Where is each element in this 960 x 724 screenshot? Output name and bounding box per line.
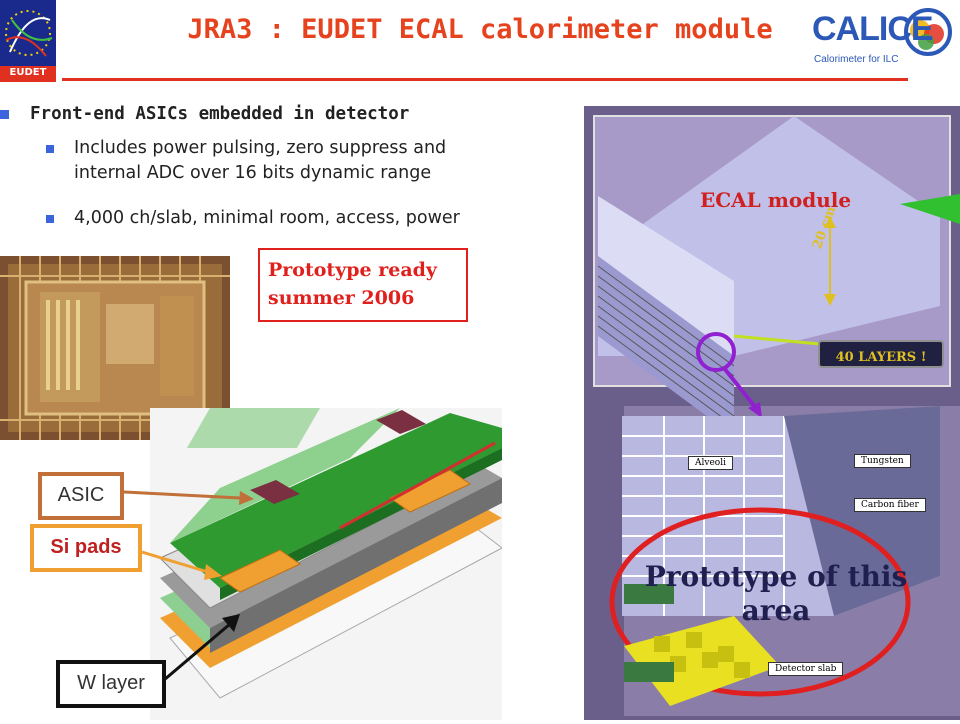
prototype-box-line-2: summer 2006	[268, 287, 415, 309]
ecal-module-label: ECAL module	[700, 188, 852, 212]
bullet-square-icon	[46, 145, 54, 153]
asic-arrow-icon	[124, 490, 254, 505]
layers-label: 40 LAYERS !	[818, 340, 944, 368]
ecal-module-figure: ECAL module 20 cm 40 LAYERS ! Alveoli Tu…	[584, 106, 960, 720]
asic-callout-label: ASIC	[57, 484, 105, 506]
carbon-fiber-label: Carbon fiber	[854, 498, 926, 512]
sub-bullet-2-line-1: 4,000 ch/slab, minimal room, access, pow…	[74, 208, 460, 228]
prototype-area-label: Prototype of this area	[636, 560, 916, 628]
calice-logo: CALICE Calorimeter for ILC	[808, 4, 958, 76]
si-pads-callout: Si pads	[30, 524, 142, 572]
alveoli-label: Alveoli	[688, 456, 733, 470]
page-title: JRA3 : EUDET ECAL calorimeter module	[187, 14, 773, 45]
prototype-area-line-2: area	[741, 594, 811, 627]
sub-bullet-1-line-1: Includes power pulsing, zero suppress an…	[74, 138, 447, 158]
calice-logo-subtitle: Calorimeter for ILC	[814, 54, 899, 65]
w-layer-arrow-icon	[164, 614, 240, 682]
prototype-box-line-1: Prototype ready	[268, 259, 437, 281]
title-divider	[62, 78, 908, 81]
eudet-logo: EUDET	[0, 0, 56, 82]
prototype-area-line-1: Prototype of this	[644, 560, 908, 593]
asic-callout: ASIC	[38, 472, 124, 520]
main-bullet-text: Front-end ASICs embedded in detector	[30, 104, 410, 124]
w-layer-callout-label: W layer	[77, 672, 145, 694]
detector-slab-label: Detector slab	[768, 662, 844, 676]
eudet-logo-text: EUDET	[9, 67, 47, 78]
prototype-ready-box: Prototype ready summer 2006	[258, 248, 468, 322]
sub-bullet-1-line-2: internal ADC over 16 bits dynamic range	[74, 163, 432, 183]
layers-label-text: 40 LAYERS !	[835, 350, 927, 365]
w-layer-callout: W layer	[56, 660, 166, 708]
si-pads-arrow-icon	[142, 550, 222, 580]
tungsten-label: Tungsten	[854, 454, 911, 468]
calice-logo-text: CALICE	[812, 10, 934, 48]
bullet-square-icon	[46, 215, 54, 223]
si-pads-callout-label: Si pads	[50, 536, 122, 558]
bullet-square-icon	[0, 110, 9, 119]
slab-illustration	[150, 408, 504, 720]
